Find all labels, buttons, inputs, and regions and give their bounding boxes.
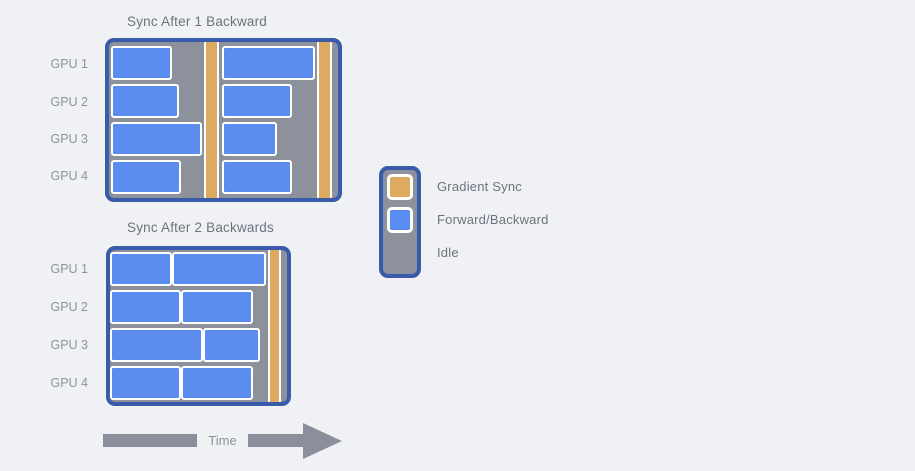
forward-backward-block (222, 46, 315, 80)
forward-backward-block (110, 328, 203, 362)
gradient-sync-swatch (387, 174, 413, 200)
forward-backward-block (181, 366, 253, 400)
diagram-2-gpu-2-label: GPU 2 (50, 300, 88, 314)
diagram-2-gpu-1-label: GPU 1 (50, 262, 88, 276)
gradient-sync-bar (204, 42, 219, 198)
legend-box (379, 166, 421, 278)
forward-backward-block (111, 46, 172, 80)
forward-backward-block (203, 328, 260, 362)
time-arrow-shaft (248, 434, 304, 447)
diagram-1-gpu-2-label: GPU 2 (50, 95, 88, 109)
forward-backward-block (222, 122, 277, 156)
time-arrow-head-icon (303, 423, 342, 459)
forward-backward-block (110, 366, 181, 400)
forward-backward-block (172, 252, 266, 286)
forward-backward-swatch (387, 207, 413, 233)
time-label: Time (208, 433, 237, 448)
forward-backward-block (111, 84, 179, 118)
legend-label-idle: Idle (437, 245, 459, 260)
legend-label-forward-backward: Forward/Backward (437, 212, 549, 227)
diagram-2-box (106, 246, 291, 406)
forward-backward-block (111, 160, 181, 194)
diagram-1-title: Sync After 1 Backward (127, 14, 268, 29)
diagram-2-gpu-4-label: GPU 4 (50, 376, 88, 390)
diagram-1-box (105, 38, 342, 202)
diagram-2-gpu-3-label: GPU 3 (50, 338, 88, 352)
diagram-1-gpu-1-label: GPU 1 (50, 57, 88, 71)
forward-backward-block (222, 160, 292, 194)
diagram-1-gpu-3-label: GPU 3 (50, 132, 88, 146)
time-axis-bar (103, 434, 197, 447)
forward-backward-block (181, 290, 253, 324)
forward-backward-block (110, 252, 172, 286)
forward-backward-block (110, 290, 181, 324)
diagram-1-gpu-4-label: GPU 4 (50, 169, 88, 183)
forward-backward-block (111, 122, 202, 156)
diagram-2-title: Sync After 2 Backwards (127, 220, 274, 235)
gradient-sync-bar (268, 250, 281, 402)
gradient-sync-bar (317, 42, 332, 198)
forward-backward-block (222, 84, 292, 118)
legend-label-gradient-sync: Gradient Sync (437, 179, 522, 194)
